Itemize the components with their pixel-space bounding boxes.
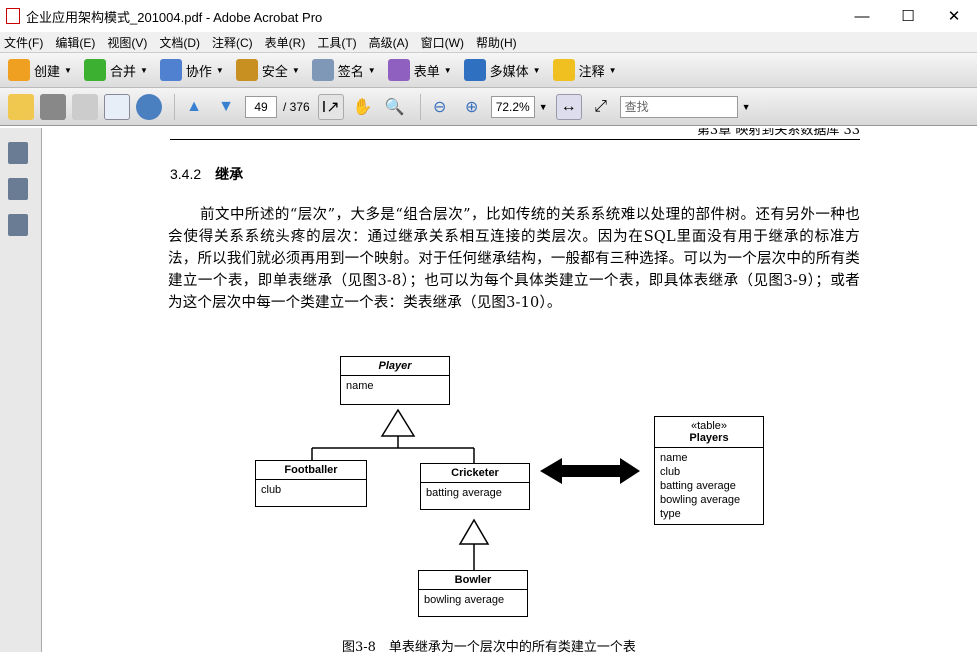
navigation-pane [0,128,42,652]
select-tool-icon[interactable]: I↗ [317,93,344,120]
divider [419,93,421,120]
table-name: Players [689,432,729,444]
next-page-icon[interactable]: ▼ [218,97,234,115]
menu-view[interactable]: 视图(V) [107,35,148,50]
print-icon[interactable] [40,93,66,120]
collaborate-icon [159,59,182,81]
window-title: 企业应用架构模式_201004.pdf - Adobe Acrobat Pro [26,9,323,25]
task-button-pen[interactable]: 签名▼ [311,59,376,81]
document-page: 第3章 映射到关系数据库 33 3.4.2 继承 前文中所述的“层次”，大多是“组… [42,128,977,655]
table-attr: type [660,508,681,520]
fit-page-icon[interactable]: ⤢ [594,97,608,115]
signatures-icon[interactable] [8,214,28,236]
menu-window[interactable]: 窗口(W) [420,35,464,50]
chevron-down-icon: ▼ [139,65,148,75]
create-icon [8,59,30,81]
chevron-down-icon: ▼ [215,65,224,75]
running-header: 第3章 映射到关系数据库 33 [170,128,860,140]
task-button-comment[interactable]: 注释▼ [552,59,617,81]
search-input[interactable]: 查找 [619,95,738,118]
task-label: 创建 [34,63,61,79]
chevron-down-icon: ▼ [608,65,617,75]
task-label: 签名 [337,63,364,79]
menu-tools[interactable]: 工具(T) [317,35,357,50]
minimize-button[interactable]: — [854,7,870,25]
page-total: / 376 [283,99,310,114]
table-attr: club [660,466,681,478]
tasks-toolbar: 创建▼合并▼协作▼安全▼签名▼表单▼多媒体▼注释▼ [0,52,977,88]
search-dropdown-icon[interactable]: ▼ [741,101,751,112]
previous-page-icon[interactable]: ▲ [186,97,202,115]
task-label: 安全 [261,63,288,79]
comment-icon [552,59,575,81]
task-label: 协作 [185,63,212,79]
mapping-arrow [540,458,640,484]
task-label: 合并 [109,63,136,79]
zoom-tool-icon[interactable]: 🔍 [384,98,405,116]
open-icon[interactable] [8,93,34,120]
multimedia-icon [463,59,486,81]
maximize-button[interactable]: ☐ [901,8,915,25]
body-paragraph: 前文中所述的“层次”，大多是“组合层次”，比如传统的关系系统难以处理的部件树。还… [168,207,860,311]
stereotype: «table» [690,420,728,432]
table-attr: batting average [660,480,736,492]
inheritance-lines [311,408,640,570]
task-button-lock[interactable]: 安全▼ [235,59,300,81]
close-button[interactable]: ✕ [947,8,961,25]
class-cricketer: Cricketer batting average [420,463,530,510]
chevron-down-icon: ▼ [64,65,72,75]
pdf-icon [6,8,20,24]
class-bowler: Bowler bowling average [418,570,528,617]
section-heading: 3.4.2 继承 [170,164,243,184]
chevron-down-icon: ▼ [367,65,376,75]
save-icon[interactable] [72,93,98,120]
menu-forms[interactable]: 表单(R) [264,35,306,50]
class-footballer: Footballer club [255,460,367,507]
figure-caption: 图3-8 单表继承为一个层次中的所有类建立一个表 [342,640,636,655]
class-player: Player name [340,356,450,405]
menu-file[interactable]: 文件(F) [4,35,44,50]
menu-comments[interactable]: 注释(C) [212,35,253,50]
menu-edit[interactable]: 编辑(E) [55,35,96,50]
zoom-out-icon[interactable]: ⊖ [433,98,447,116]
chevron-down-icon: ▼ [291,65,300,75]
task-label: 表单 [413,63,440,79]
task-button-collaborate[interactable]: 协作▼ [159,59,224,81]
menu-bar: 文件(F) 编辑(E) 视图(V) 文档(D) 注释(C) 表单(R) 工具(T… [0,32,977,52]
fit-width-icon[interactable]: ↔ [555,93,582,120]
task-label: 多媒体 [489,63,529,79]
menu-document[interactable]: 文档(D) [159,35,200,50]
table-attr: bowling average [660,494,741,506]
task-label: 注释 [578,63,605,79]
lock-icon [235,59,258,81]
task-button-form[interactable]: 表单▼ [387,59,452,81]
bookmarks-icon[interactable] [8,178,28,200]
email-icon[interactable] [104,93,130,120]
chevron-down-icon: ▼ [443,65,452,75]
task-button-multimedia[interactable]: 多媒体▼ [463,59,541,81]
zoom-dropdown-icon[interactable]: ▼ [538,101,548,112]
combine-icon [83,59,106,81]
section-title: 继承 [215,166,244,182]
form-icon [387,59,410,81]
page-number-input[interactable]: 49 [245,95,277,118]
menu-advanced[interactable]: 高级(A) [368,35,409,50]
zoom-in-icon[interactable]: ⊕ [465,98,479,116]
menu-help[interactable]: 帮助(H) [476,35,517,50]
divider [174,93,175,120]
pages-icon[interactable] [8,142,28,164]
task-button-combine[interactable]: 合并▼ [83,59,148,81]
zoom-input[interactable]: 72.2% [490,95,535,118]
navigation-toolbar: ▲ ▼ 49 / 376 I↗ ✋ 🔍 ⊖ ⊕ 72.2% ▼ ↔ ⤢ 查找 ▼ [0,88,977,126]
pen-icon [311,59,334,81]
hand-tool-icon[interactable]: ✋ [352,98,373,116]
title-bar: 企业应用架构模式_201004.pdf - Adobe Acrobat Pro … [0,0,977,32]
section-number: 3.4.2 [170,166,202,182]
chevron-down-icon: ▼ [532,65,541,75]
task-button-create[interactable]: 创建▼ [8,59,72,81]
table-players: «table»Players name club batting average… [654,416,764,525]
web-icon[interactable] [136,93,162,120]
table-attr: name [660,452,688,464]
